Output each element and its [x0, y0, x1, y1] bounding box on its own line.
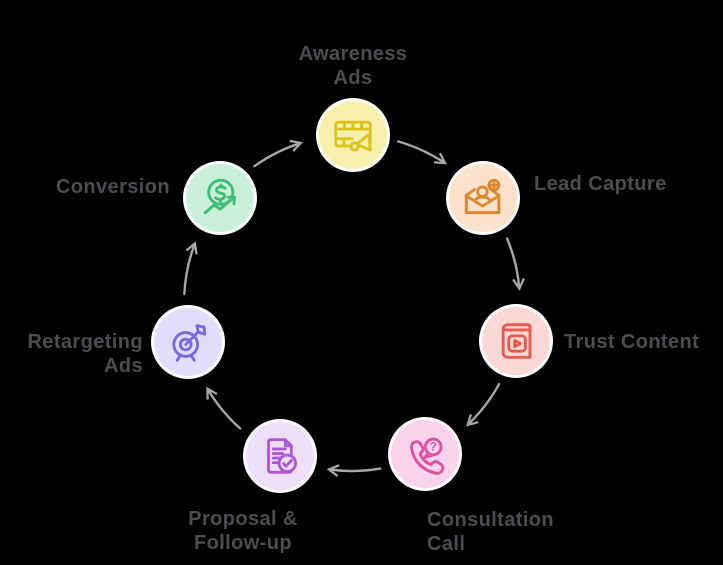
document-check-icon: [267, 438, 297, 474]
arrow-conversion-to-awareness: [253, 139, 303, 168]
svg-text:?: ?: [430, 442, 437, 454]
label-line: Trust Content: [564, 331, 700, 353]
arrow-retargeting-to-conversion: [183, 241, 198, 295]
label-line: Ads: [333, 67, 373, 89]
arrow-trust-content-to-consultation: [465, 382, 501, 427]
arrow-proposal-to-retargeting: [206, 386, 242, 430]
label-line: Proposal &: [188, 508, 298, 530]
label-lead-capture: Lead Capture: [534, 172, 667, 196]
node-proposal-follow-up[interactable]: [243, 419, 317, 493]
label-consultation-call: Consultation Call: [427, 508, 554, 556]
film-megaphone-icon: [334, 120, 372, 152]
video-book-icon: [501, 323, 532, 359]
label-trust-content: Trust Content: [564, 330, 699, 354]
label-line: Lead Capture: [534, 173, 667, 195]
label-line: Follow-up: [193, 532, 292, 554]
label-retargeting-ads: Retargeting Ads: [27, 330, 143, 378]
trust-content-circle[interactable]: [479, 304, 553, 378]
label-awareness-ads: Awareness Ads: [253, 42, 453, 90]
envelope-add-user-icon: [464, 178, 501, 215]
node-awareness-ads[interactable]: [316, 98, 390, 172]
phone-question-icon: ?: [410, 437, 445, 475]
label-line: Call: [427, 533, 466, 555]
label-line: Conversion: [55, 176, 170, 198]
lead-capture-circle[interactable]: [446, 161, 520, 235]
node-conversion[interactable]: [183, 161, 257, 235]
label-conversion: Conversion: [56, 175, 170, 199]
proposal-follow-up-circle[interactable]: [243, 419, 317, 493]
awareness-ads-circle[interactable]: [316, 98, 390, 172]
node-trust-content[interactable]: [479, 304, 553, 378]
arrow-lead-capture-to-trust-content: [505, 237, 525, 291]
arrow-consultation-to-proposal: [326, 464, 382, 477]
node-retargeting-ads[interactable]: [151, 305, 225, 379]
conversion-circle[interactable]: [183, 161, 257, 235]
target-dart-icon: [172, 324, 207, 362]
node-consultation-call[interactable]: ?: [388, 417, 462, 491]
consultation-call-circle[interactable]: ?: [388, 417, 462, 491]
label-line: Consultation: [427, 509, 555, 531]
arrow-awareness-to-lead-capture: [397, 140, 447, 165]
label-proposal-follow-up: Proposal & Follow-up: [143, 507, 343, 555]
node-lead-capture[interactable]: [446, 161, 520, 235]
label-line: Awareness: [298, 43, 408, 65]
retargeting-ads-circle[interactable]: [151, 305, 225, 379]
label-line: Retargeting: [27, 331, 143, 353]
label-line: Ads: [104, 355, 143, 377]
dollar-growth-icon: [203, 178, 237, 215]
